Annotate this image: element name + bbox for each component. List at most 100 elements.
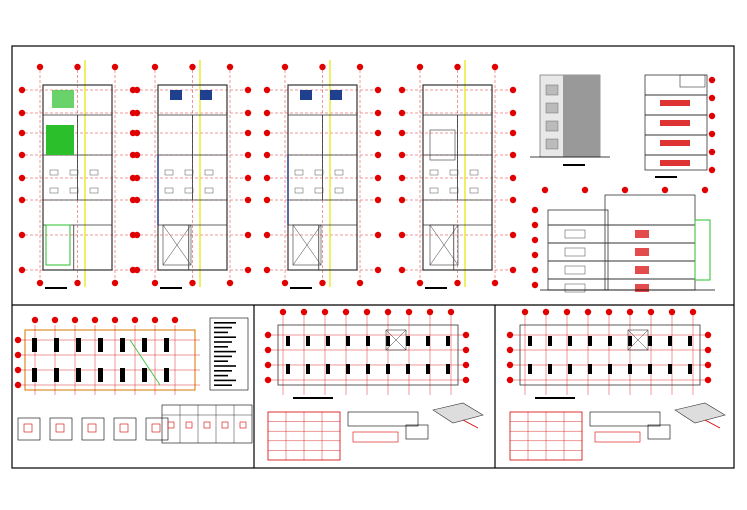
footing xyxy=(98,338,103,352)
column xyxy=(668,364,672,374)
slab-outline xyxy=(519,324,701,386)
void-area xyxy=(162,224,192,266)
axis-bubble xyxy=(542,308,550,316)
axis-bubble xyxy=(398,109,406,117)
axis-bubble xyxy=(374,174,382,182)
furniture xyxy=(294,187,304,194)
axis-bubble xyxy=(263,109,271,117)
axis-bubble xyxy=(263,266,271,274)
slab-outline xyxy=(277,324,459,386)
axis-bubble xyxy=(264,346,272,354)
hatch-area xyxy=(52,90,74,108)
column xyxy=(568,336,572,346)
detail-red xyxy=(55,423,65,433)
title-bar xyxy=(655,176,677,178)
table-cell-red xyxy=(167,421,175,429)
axis-bubble xyxy=(398,86,406,94)
detail xyxy=(81,417,105,441)
axis-bubble xyxy=(398,174,406,182)
axis-bubble xyxy=(133,231,141,239)
axis-bubble xyxy=(708,166,716,174)
axis-bubble xyxy=(506,346,514,354)
axis-bubble xyxy=(374,86,382,94)
column xyxy=(688,364,692,374)
axis-bubble xyxy=(18,151,26,159)
note-line xyxy=(214,360,228,362)
column xyxy=(386,364,390,374)
axis-bubble xyxy=(133,151,141,159)
iso-slab xyxy=(674,402,726,424)
footing xyxy=(98,368,103,382)
void-area xyxy=(627,329,649,351)
axis-bubble xyxy=(51,316,59,324)
floor-plan-2 xyxy=(133,60,252,289)
furniture xyxy=(204,187,214,194)
void-area xyxy=(429,224,459,266)
axis-bubble xyxy=(18,86,26,94)
furniture-red xyxy=(660,120,690,126)
facade-dark xyxy=(563,75,600,157)
axis-bubble xyxy=(416,279,424,287)
furniture xyxy=(429,169,439,176)
axis-bubble xyxy=(18,196,26,204)
axis-bubble xyxy=(506,331,514,339)
furniture-red xyxy=(635,266,649,274)
axis-bubble xyxy=(374,196,382,204)
axis-bubble xyxy=(541,186,549,194)
void-cross xyxy=(429,224,459,266)
axis-bubble xyxy=(626,308,634,316)
column xyxy=(548,336,552,346)
note-line xyxy=(214,350,236,353)
axis-bubble xyxy=(454,279,461,287)
axis-bubble xyxy=(244,266,252,274)
furniture xyxy=(184,187,194,194)
axis-bubble xyxy=(133,129,141,137)
axis-bubble xyxy=(151,63,159,71)
fixture xyxy=(300,90,312,100)
note-line xyxy=(214,336,236,338)
section-outline xyxy=(604,194,696,291)
iso-slab xyxy=(432,402,484,424)
table-cell-red xyxy=(239,421,247,429)
slab-plan-2 xyxy=(506,308,726,461)
note-line xyxy=(214,326,232,329)
axis-bubble xyxy=(131,316,139,324)
window xyxy=(564,229,586,239)
column xyxy=(346,364,350,374)
axis-bubble xyxy=(563,308,571,316)
axis-bubble xyxy=(18,109,26,117)
axis-bubble xyxy=(708,130,716,138)
axis-bubble xyxy=(151,316,159,324)
detail-red xyxy=(23,423,33,433)
foundation-plan xyxy=(14,316,253,444)
axis-bubble xyxy=(374,129,382,137)
column xyxy=(628,364,632,374)
furniture xyxy=(429,187,439,194)
detail-red xyxy=(87,423,97,433)
plan-outline xyxy=(422,84,493,271)
iso-marker xyxy=(462,419,479,429)
axis-bubble xyxy=(111,63,119,71)
axis-bubble xyxy=(263,129,271,137)
axis-bubble xyxy=(462,361,470,369)
section-outline xyxy=(547,209,609,291)
footing xyxy=(54,338,59,352)
window xyxy=(545,102,559,114)
axis-bubble xyxy=(171,316,179,324)
note-line xyxy=(214,346,228,348)
axis-bubble xyxy=(506,361,514,369)
axis-bubble xyxy=(244,151,252,159)
void-area xyxy=(429,129,456,161)
furniture xyxy=(334,169,344,176)
column xyxy=(528,336,532,346)
axis-bubble xyxy=(509,196,517,204)
title-bar xyxy=(563,164,585,166)
sheet-border xyxy=(11,45,735,469)
axis-bubble xyxy=(509,86,517,94)
axis-bubble xyxy=(356,63,364,71)
axis-bubble xyxy=(263,151,271,159)
front-elevation xyxy=(530,74,610,166)
axis-bubble xyxy=(14,366,22,374)
axis-bubble xyxy=(36,279,44,287)
axis-bubble xyxy=(189,279,196,287)
